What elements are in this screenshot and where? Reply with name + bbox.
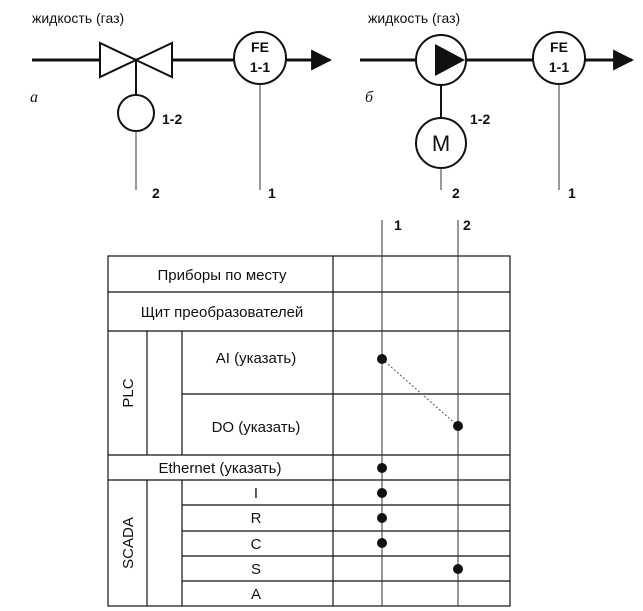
row-s: S bbox=[251, 561, 261, 578]
row-field-devices: Приборы по месту bbox=[157, 267, 287, 284]
scheme-a-instrument-tag: FE bbox=[251, 39, 269, 55]
row-ethernet: Ethernet (указать) bbox=[158, 460, 281, 477]
row-scada: SCADA bbox=[120, 517, 137, 569]
scheme-a-instrument-number: 1-1 bbox=[250, 59, 270, 75]
dot-c-1 bbox=[377, 538, 387, 548]
scheme-a-actuator bbox=[117, 94, 155, 132]
table-border bbox=[107, 255, 511, 607]
row-ai: AI (указать) bbox=[216, 350, 296, 367]
signal-table bbox=[107, 255, 511, 607]
column-1-label: 1 bbox=[394, 217, 402, 233]
dot-r-1 bbox=[377, 513, 387, 523]
scheme-b-instrument-tag: FE bbox=[550, 39, 568, 55]
row-c: C bbox=[251, 536, 262, 553]
scheme-a-valve-left bbox=[99, 41, 139, 79]
scheme-a: жидкость (газ) 1-2 2 FE 1-1 1 а bbox=[30, 10, 333, 201]
scheme-b-letter: б bbox=[365, 89, 374, 106]
scheme-b-medium-label: жидкость (газ) bbox=[368, 10, 460, 26]
scheme-b-line-1-label: 1 bbox=[568, 185, 576, 201]
scheme-a-line-2-label: 2 bbox=[152, 185, 160, 201]
scheme-b-pump-triangle bbox=[435, 44, 465, 76]
dot-s-2 bbox=[453, 564, 463, 574]
scheme-a-letter: а bbox=[30, 89, 38, 106]
scheme-b: жидкость (газ) M 1-2 2 FE 1-1 1 б bbox=[360, 10, 635, 201]
scheme-a-line-1-label: 1 bbox=[268, 185, 276, 201]
row-plc: PLC bbox=[120, 378, 137, 407]
scheme-a-actuator-number: 1-2 bbox=[162, 111, 182, 127]
row-a: A bbox=[251, 586, 261, 603]
scheme-b-actuator-number: 1-2 bbox=[470, 111, 490, 127]
scheme-b-motor-symbol: M bbox=[432, 131, 450, 156]
dot-i-1 bbox=[377, 488, 387, 498]
column-2-label: 2 bbox=[463, 217, 471, 233]
row-do: DO (указать) bbox=[212, 419, 301, 436]
dot-ethernet-1 bbox=[377, 463, 387, 473]
dot-do-2 bbox=[453, 421, 463, 431]
ai-do-link bbox=[381, 358, 459, 427]
row-converter-panel: Щит преобразователей bbox=[141, 304, 304, 321]
scheme-b-instrument-number: 1-1 bbox=[549, 59, 569, 75]
scheme-a-medium-label: жидкость (газ) bbox=[32, 10, 124, 26]
dot-ai-1 bbox=[377, 354, 387, 364]
scheme-b-line-2-label: 2 bbox=[452, 185, 460, 201]
scheme-a-valve-right bbox=[133, 41, 173, 79]
row-i: I bbox=[254, 485, 258, 502]
row-r: R bbox=[251, 510, 262, 527]
